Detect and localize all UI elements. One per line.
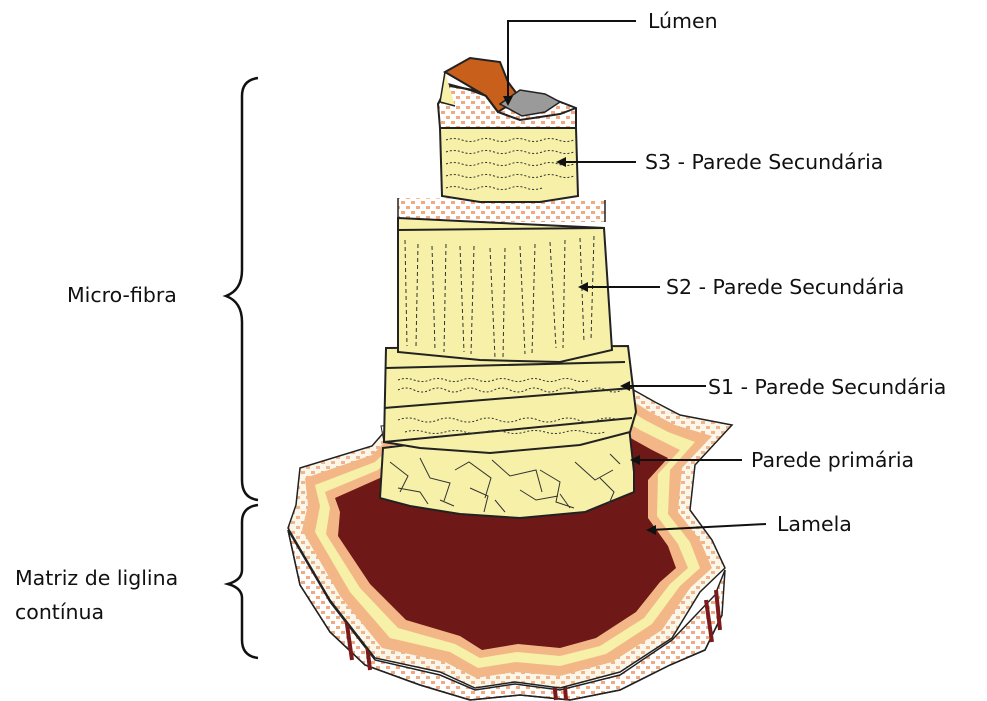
- s2-layer: [398, 198, 612, 362]
- s1-layer: [381, 346, 636, 453]
- label-s1-prefix: S1: [708, 375, 734, 399]
- label-lamela: Lamela: [777, 512, 852, 536]
- label-s2: S2 - Parede Secundária: [666, 275, 904, 299]
- lumen-pointer: [508, 21, 636, 100]
- label-microfibra: Micro-fibra: [67, 283, 177, 307]
- label-matriz-line2: contínua: [15, 600, 104, 624]
- label-s3: S3 - Parede Secundária: [645, 150, 883, 174]
- label-matriz-line1: Matriz de liglina: [15, 566, 178, 590]
- matriz-brace: [228, 505, 258, 658]
- s3-layer: [440, 128, 578, 202]
- label-lumen: Lúmen: [648, 9, 718, 33]
- microfibra-brace: [226, 78, 258, 500]
- label-s1: S1 - Parede Secundária: [708, 375, 946, 399]
- label-s1-rest: - Parede Secundária: [734, 375, 946, 399]
- label-primary-wall: Parede primária: [751, 448, 914, 472]
